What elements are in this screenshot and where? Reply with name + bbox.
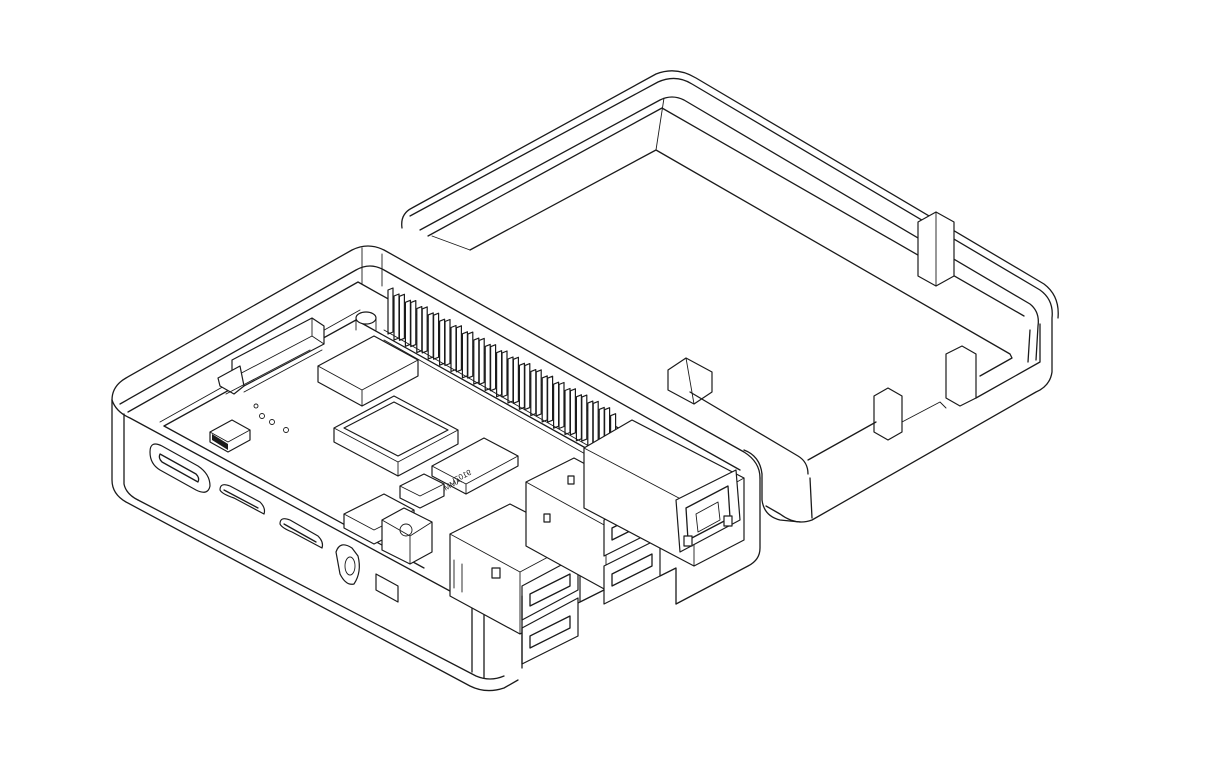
gpio-pin [502, 351, 507, 397]
processor-chip [334, 396, 458, 476]
gpio-pin [474, 338, 479, 384]
gpio-pin [388, 288, 393, 334]
gpio-pin [479, 338, 484, 384]
display-connector [218, 318, 324, 394]
gpio-pin [434, 313, 439, 359]
memory-chip [318, 336, 418, 406]
gpio-pin [497, 351, 502, 397]
ethernet-port [584, 420, 744, 566]
case-lid [402, 71, 1059, 522]
board-components [344, 474, 444, 564]
gpio-pin [576, 395, 581, 441]
side-slot [376, 574, 398, 602]
gpio-pin [519, 363, 524, 409]
gpio-pin [456, 326, 461, 372]
gpio-pin [422, 307, 427, 353]
gpio-pin [399, 294, 404, 340]
hdmi-port-2 [280, 519, 323, 548]
power-port [150, 444, 210, 492]
wireless-module: AMMBB 9107L [432, 438, 518, 498]
gpio-pin [508, 357, 513, 403]
gpio-pin [548, 376, 553, 422]
gpio-pin [525, 364, 530, 410]
gpio-pin [462, 332, 467, 378]
gpio-pin [428, 313, 433, 359]
gpio-pin [559, 383, 564, 429]
gpio-pin [451, 326, 456, 372]
gpio-pin [536, 370, 541, 416]
gpio-pin [554, 382, 559, 428]
gpio-pin [570, 389, 575, 435]
gpio-pin [445, 320, 450, 366]
gpio-pin [394, 294, 399, 340]
gpio-pin [582, 395, 587, 441]
gpio-pin [417, 307, 422, 353]
small-chip [210, 420, 250, 452]
gpio-pin [531, 370, 536, 416]
gpio-pin [565, 389, 570, 435]
gpio-pin [440, 319, 445, 365]
gpio-pin [411, 301, 416, 347]
gpio-header [384, 288, 616, 468]
gpio-pin [485, 344, 490, 390]
gpio-pin [588, 401, 593, 447]
gpio-pin [405, 300, 410, 346]
audio-jack [336, 545, 359, 584]
gpio-header-base [384, 330, 610, 468]
gpio-pin [542, 376, 547, 422]
status-leds [254, 404, 289, 433]
port-wall-cut [522, 568, 676, 668]
gpio-pin [513, 357, 518, 403]
gpio-pin [491, 345, 496, 391]
hdmi-port-1 [220, 485, 265, 514]
gpio-pin [468, 332, 473, 378]
